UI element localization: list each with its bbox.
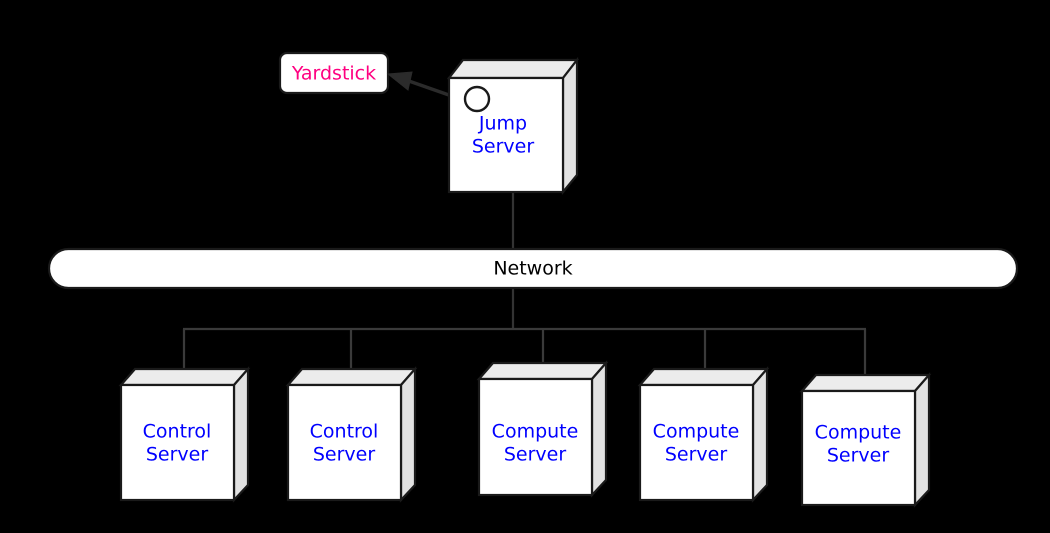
server-node-1[interactable]: Control Server (118, 366, 251, 503)
server-5-label-line1: Compute (815, 422, 902, 444)
server-4-label-line1: Compute (653, 421, 740, 443)
server-2-front-face[interactable] (286, 383, 403, 502)
server-1-side-face (232, 366, 250, 503)
server-2-top-face (285, 367, 418, 387)
server-2-side-face (399, 366, 417, 503)
server-2-label-line2: Server (313, 444, 375, 466)
network-bar[interactable] (47, 247, 1019, 290)
server-3-top-face (476, 361, 609, 381)
server-1-front-face[interactable] (119, 383, 236, 502)
jump-server-side-face (561, 56, 579, 196)
server-1-label-line2: Server (146, 444, 208, 466)
server-node-5[interactable]: Compute Server (799, 372, 932, 508)
jump-server-node[interactable]: Jump Server (446, 56, 580, 196)
server-4-front-face[interactable] (638, 383, 755, 502)
jump-server-label-line1: Jump (478, 113, 527, 135)
server-2-label-line1: Control (310, 421, 379, 443)
server-5-top-face (799, 373, 932, 393)
server-node-4[interactable]: Compute Server (637, 366, 770, 503)
network-node[interactable]: Network (47, 247, 1019, 290)
connector-group (182, 192, 867, 380)
jump-server-label-line2: Server (472, 136, 534, 158)
server-4-label-line2: Server (665, 444, 727, 466)
yardstick-box[interactable] (278, 51, 390, 95)
server-3-front-face[interactable] (477, 377, 594, 497)
server-1-top-face (118, 367, 251, 387)
server-3-label-line2: Server (504, 444, 566, 466)
server-5-front-face[interactable] (800, 389, 917, 507)
server-node-2[interactable]: Control Server (285, 366, 418, 503)
jump-server-top-face (446, 58, 580, 80)
yardstick-label: Yardstick (291, 63, 376, 85)
server-3-side-face (590, 360, 608, 498)
server-5-label-line2: Server (827, 445, 889, 467)
yardstick-node[interactable]: Yardstick (278, 51, 390, 95)
arrow-head-icon (386, 71, 413, 91)
server-4-side-face (751, 366, 769, 503)
server-4-top-face (637, 367, 770, 387)
network-label: Network (493, 258, 572, 280)
server-1-label-line1: Control (143, 421, 212, 443)
jump-server-interface-icon[interactable] (463, 85, 491, 113)
server-5-side-face (913, 372, 931, 508)
server-node-3[interactable]: Compute Server (476, 360, 609, 498)
server-3-label-line1: Compute (492, 421, 579, 443)
